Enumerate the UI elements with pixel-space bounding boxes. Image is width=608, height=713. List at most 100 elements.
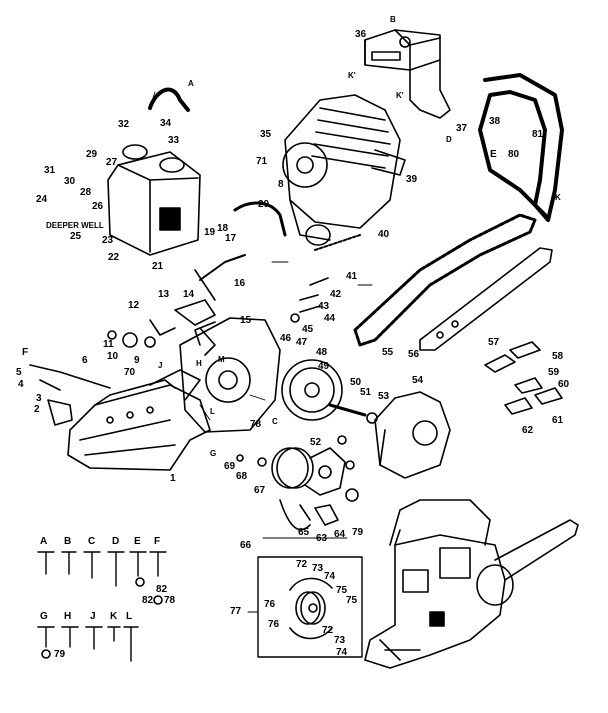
callout-71: 71 (256, 156, 268, 167)
callout-76: 76 (264, 599, 276, 610)
callout-31: 31 (44, 165, 56, 176)
engine-cylinder (282, 94, 406, 246)
inset-frame (257, 556, 363, 658)
callout-70: 70 (124, 367, 136, 378)
callout-36: 36 (355, 29, 367, 40)
starter-housing (374, 391, 451, 479)
callout-1: 1 (170, 473, 176, 484)
callout-35: 35 (260, 129, 272, 140)
clutch-assembly (236, 435, 359, 531)
inset-clutch (289, 577, 333, 640)
callout-46: 46 (280, 333, 292, 344)
callout-51: 51 (360, 387, 372, 398)
inset-callout-75b: 75 (346, 595, 358, 606)
hardware-letter-c: C (88, 536, 96, 547)
callout-59: 59 (548, 367, 560, 378)
inset-callout-75c: 76 (268, 619, 280, 630)
hardware-letter-b: B (64, 536, 72, 547)
callout-38: 38 (489, 116, 501, 127)
callout-78: 78 (250, 419, 262, 430)
callout-44: 44 (324, 313, 336, 324)
hardware-letter-l: L (126, 611, 133, 622)
callout-17: 17 (225, 233, 237, 244)
callout-48: 48 (316, 347, 328, 358)
callout-6: 6 (82, 355, 88, 366)
callout-10: 10 (107, 351, 119, 362)
hardware-bolts (37, 551, 167, 662)
fuel-tank (107, 144, 201, 256)
letter-e-ref: E (490, 149, 497, 160)
assembled-saw (364, 499, 579, 669)
callout-42: 42 (330, 289, 342, 300)
callout-50: 50 (350, 377, 362, 388)
callout-37: 37 (456, 123, 468, 134)
letter-f-ref: F (22, 347, 29, 358)
callout-79: 79 (352, 527, 364, 538)
callout-34: 34 (160, 118, 172, 129)
callout-74: 74 (324, 571, 336, 582)
callout-56: 56 (408, 349, 420, 360)
callout-29: 29 (86, 149, 98, 160)
callout-41: 41 (346, 271, 358, 282)
callout-72: 72 (296, 559, 308, 570)
letter-c-ref: C (272, 417, 278, 426)
flywheel (281, 359, 343, 421)
letter-k-ref: K (555, 193, 561, 202)
callout-69: 69 (224, 461, 236, 472)
callout-77: 77 (230, 606, 242, 617)
callout-49: 49 (318, 361, 330, 372)
front-bracket (29, 364, 111, 391)
hardware-letter-j: J (90, 611, 96, 622)
callout-57: 57 (488, 337, 500, 348)
hardware-letter-g: G (40, 611, 48, 622)
callout-8: 8 (278, 179, 284, 190)
callout-30: 30 (64, 176, 76, 187)
letter-j-ref: J (158, 361, 163, 370)
callout-5: 5 (16, 367, 22, 378)
callout-18: 18 (217, 223, 229, 234)
callout-39: 39 (406, 174, 418, 185)
callout-53: 53 (378, 391, 390, 402)
callout-25: 25 (70, 231, 82, 242)
callout-55: 55 (382, 347, 394, 358)
callout-58: 58 (552, 351, 564, 362)
callout-14: 14 (183, 289, 195, 300)
inset-callout-72b: 72 (322, 625, 334, 636)
muffler (364, 29, 451, 119)
guide-bar (419, 247, 553, 351)
callout-9: 9 (134, 355, 140, 366)
callout-12: 12 (128, 300, 140, 311)
callout-62: 62 (522, 425, 534, 436)
saw-chain (353, 213, 537, 347)
callout-40: 40 (378, 229, 390, 240)
letter-d-ref: D (446, 135, 452, 144)
callout-67: 67 (254, 485, 266, 496)
hardware-note-e: 82 (142, 595, 154, 606)
letter-l-ref: L (210, 407, 215, 416)
callout-23: 23 (102, 235, 114, 246)
callout-60: 60 (558, 379, 570, 390)
callout-81: 81 (532, 129, 544, 140)
callout-33: 33 (168, 135, 180, 146)
letter-m-ref: M (218, 355, 225, 364)
callout-65: 65 (298, 527, 310, 538)
callout-28: 28 (80, 187, 92, 198)
callout-82: 82 (156, 584, 168, 595)
callout-22: 22 (108, 252, 120, 263)
callout-43: 43 (318, 301, 330, 312)
letter-a-ref: A (188, 79, 194, 88)
callout-63: 63 (316, 533, 328, 544)
callout-61: 61 (552, 415, 564, 426)
callout-64: 64 (334, 529, 346, 540)
callout-20: 20 (258, 199, 270, 210)
chain-links (484, 341, 563, 415)
hardware-letter-e: E (134, 536, 141, 547)
inset-callout-73b: 73 (334, 635, 346, 646)
callout-24: 24 (36, 194, 48, 205)
hardware-letter-a: A (40, 536, 48, 547)
callout-2: 2 (34, 404, 40, 415)
crankcase (179, 317, 281, 433)
frame-housing (67, 369, 211, 471)
callout-4: 4 (18, 379, 24, 390)
